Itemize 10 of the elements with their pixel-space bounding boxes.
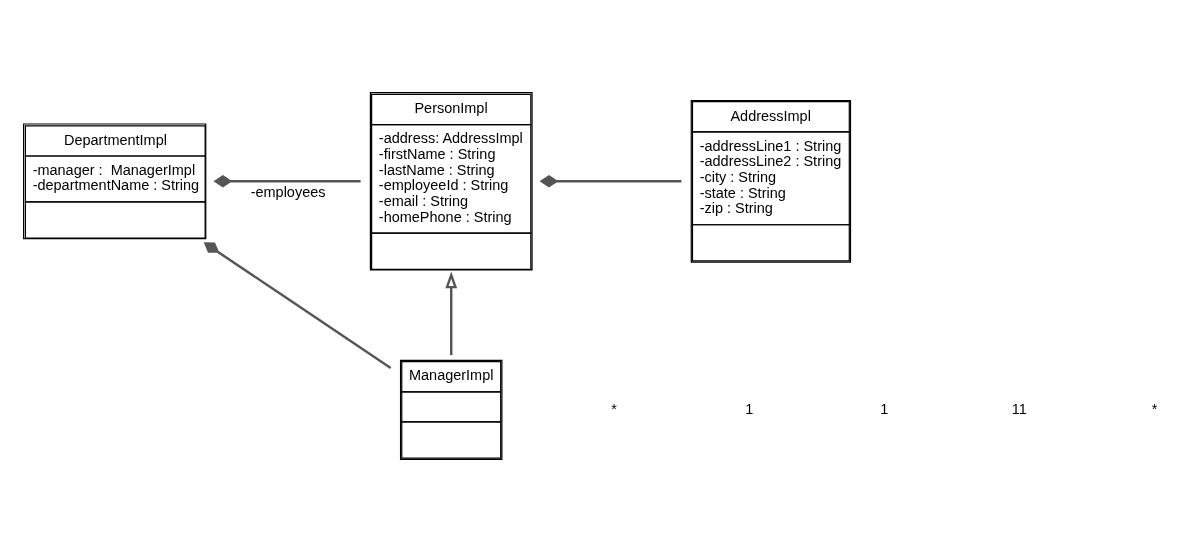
connector <box>203 241 392 369</box>
label: 11 <box>1011 400 1027 417</box>
label: 1 <box>745 400 754 417</box>
label: * <box>1151 400 1158 417</box>
label: * <box>611 400 617 417</box>
connector <box>213 174 361 188</box>
edge-label: -employees <box>250 183 326 200</box>
label: 1 <box>880 400 889 417</box>
arrow <box>445 270 458 355</box>
connector <box>539 174 682 188</box>
